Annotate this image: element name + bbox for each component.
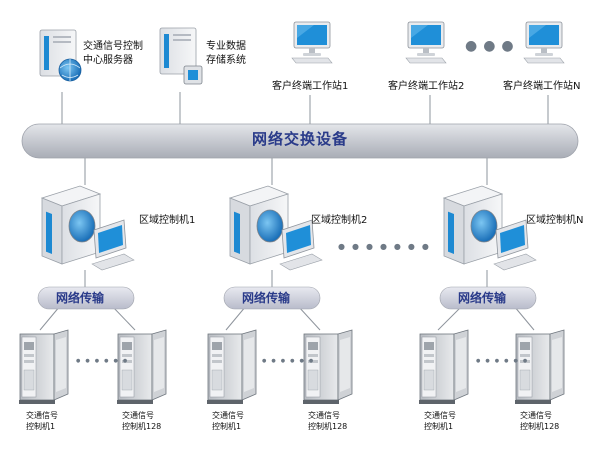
cabinet-icon-r1-last — [116, 329, 167, 405]
storage-label-line1: 专业数据 — [206, 41, 246, 52]
workstation-1-icon — [291, 21, 333, 64]
cabinet-icon-rn-last — [514, 329, 565, 405]
cabinet-icon-r2-last — [302, 329, 353, 405]
region-n-label: 区域控制机N — [526, 215, 584, 226]
cabinet-label-r2-first-line1: 交通信号 — [212, 411, 244, 420]
cabinet-label-rn-last-line1: 交通信号 — [520, 411, 552, 420]
cabinet-icon-rn-first — [418, 329, 469, 405]
workstation-2-icon — [405, 21, 447, 64]
storage-server-icon — [159, 27, 203, 85]
cabinet-ellipsis-1: ●●●●●● — [76, 358, 133, 364]
cabinet-label-rn-first-line2: 控制机1 — [424, 422, 454, 431]
center-server-label-line2: 中心服务器 — [83, 55, 133, 66]
cabinet-ellipsis-2: ●●●●●● — [262, 358, 319, 364]
cabinet-label-r2-last-line1: 交通信号 — [308, 411, 340, 420]
cabinet-label-r1-first-line1: 交通信号 — [26, 411, 58, 420]
region-controller-n-icon — [443, 185, 537, 271]
workstation-1-label: 客户终端工作站1 — [272, 81, 349, 92]
transport-pill-2 — [223, 286, 321, 310]
center-server-icon — [39, 29, 82, 82]
transport-label-1: 网络传输 — [56, 291, 105, 305]
workstation-ellipsis: ●●● — [465, 38, 520, 54]
connection-lines — [39, 92, 549, 331]
region-controller-1-icon — [41, 185, 135, 271]
workstation-n-label: 客户终端工作站N — [503, 81, 581, 92]
cabinet-icon-r2-first — [206, 329, 257, 405]
center-server-label-line1: 交通信号控制 — [83, 41, 143, 52]
cabinet-label-r1-last-line1: 交通信号 — [122, 411, 154, 420]
storage-label-line2: 存储系统 — [206, 55, 246, 66]
cabinet-label-r1-last-line2: 控制机128 — [122, 422, 162, 431]
region-1-label: 区域控制机1 — [139, 215, 196, 226]
transport-label-2: 网络传输 — [242, 291, 291, 305]
region-controller-2-icon — [229, 185, 323, 271]
cabinet-icon-r1-first — [18, 329, 69, 405]
workstation-n-icon — [523, 21, 565, 64]
transport-pill-n — [439, 286, 537, 310]
cabinet-label-r1-first-line2: 控制机1 — [26, 422, 56, 431]
cabinet-ellipsis-n: ●●●●●● — [476, 358, 533, 364]
bus-label: 网络交换设备 — [252, 130, 349, 148]
network-switch-bus — [21, 123, 579, 159]
cabinet-label-rn-last-line2: 控制机128 — [520, 422, 560, 431]
workstation-2-label: 客户终端工作站2 — [388, 81, 465, 92]
transport-pill-1 — [37, 286, 135, 310]
region-2-label: 区域控制机2 — [311, 215, 368, 226]
cabinet-label-r2-first-line2: 控制机1 — [212, 422, 242, 431]
cabinet-label-r2-last-line2: 控制机128 — [308, 422, 348, 431]
cabinet-label-rn-first-line1: 交通信号 — [424, 411, 456, 420]
region-ellipsis: ●●●●●●● — [338, 242, 436, 251]
transport-label-n: 网络传输 — [458, 291, 507, 305]
